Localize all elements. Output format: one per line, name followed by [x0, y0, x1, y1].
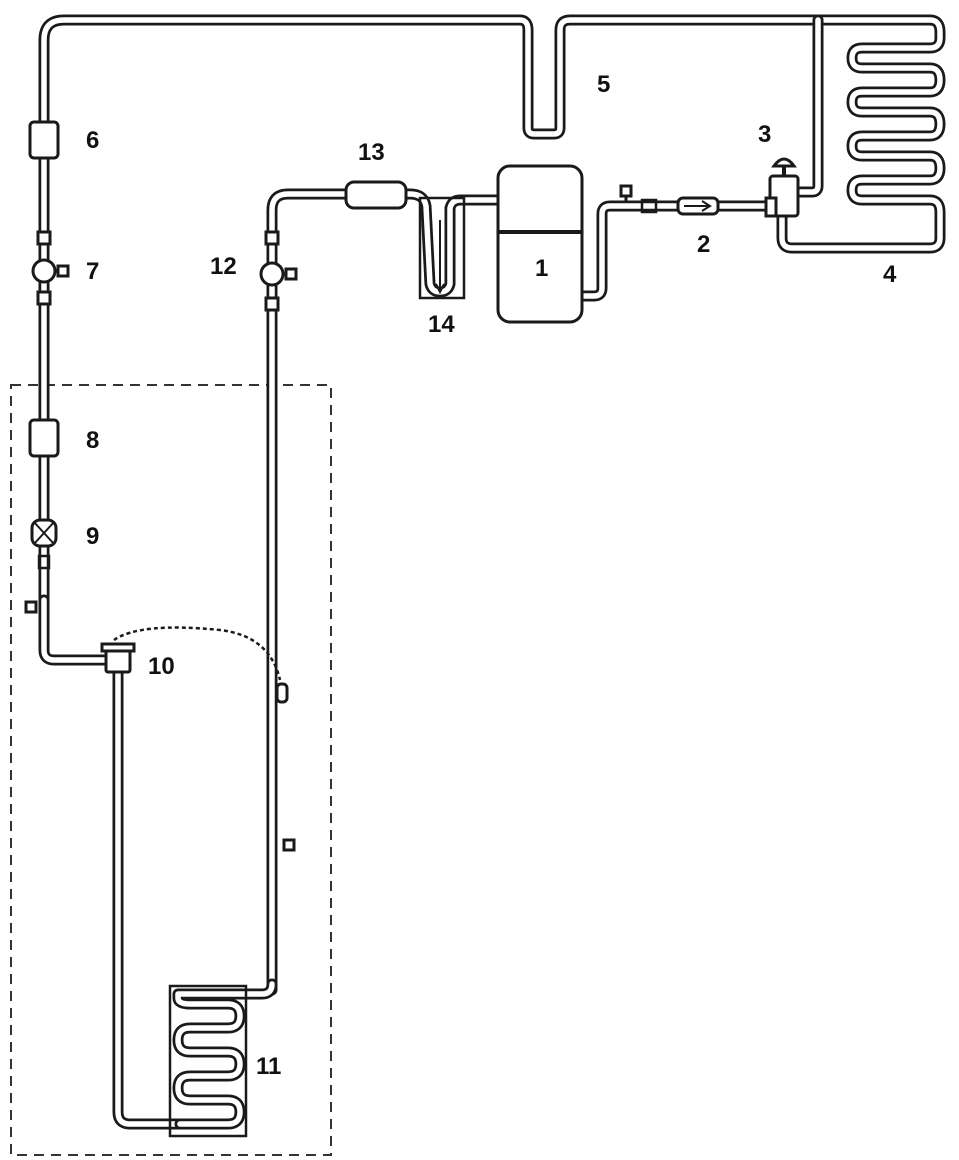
- evaporator-housing: [168, 984, 248, 1138]
- compressor: [496, 164, 584, 324]
- label-5: 5: [597, 71, 610, 98]
- label-3: 3: [758, 121, 771, 148]
- pipe-network: [38, 14, 946, 1130]
- label-7: 7: [86, 258, 99, 285]
- label-11: 11: [256, 1053, 281, 1080]
- label-10: 10: [148, 653, 175, 680]
- filter-housing-6: [28, 120, 60, 160]
- pipe-top-loop-inner: [41, 17, 943, 603]
- ball-valve-7: [31, 230, 70, 306]
- service-port-left: [24, 600, 38, 614]
- expansion-valve-10: [100, 642, 136, 674]
- pipe-condenser-bypass-inner: [797, 17, 821, 195]
- pipe-discharge-inner: [579, 203, 773, 299]
- component-labels: 1 2 3 4 5 6 7 8 9 10 11 12 13 14: [86, 71, 897, 1080]
- filter-housing-8: [28, 418, 60, 458]
- dashed-enclosure: [10, 384, 332, 1156]
- u-tube-14: [418, 196, 466, 300]
- three-way-valve: [764, 157, 800, 218]
- label-6: 6: [86, 127, 99, 154]
- pipe-liquid-to-10-inner: [41, 597, 109, 663]
- evaporator-coil-inner: [175, 981, 275, 1127]
- label-12: 12: [210, 253, 237, 280]
- service-port-suction: [282, 838, 296, 852]
- pipe-suction: [266, 188, 506, 996]
- label-4: 4: [883, 261, 897, 288]
- ball-valve-12: [259, 230, 298, 312]
- sight-glass-9: [30, 518, 58, 570]
- pipe-suction-inner: [269, 191, 503, 993]
- suction-filter-13: [344, 180, 408, 210]
- sensor-bulb: [275, 682, 289, 704]
- label-9: 9: [86, 523, 99, 550]
- label-13: 13: [358, 139, 385, 166]
- service-port-2: [619, 184, 633, 201]
- sensing-bulb-line: [113, 626, 282, 681]
- label-14: 14: [428, 311, 455, 338]
- pipe-top-loop: [38, 14, 946, 606]
- label-8: 8: [86, 427, 99, 454]
- pipe-10-to-evaporator-inner: [115, 669, 183, 1127]
- pipe-discharge: [576, 200, 776, 302]
- label-2: 2: [697, 231, 710, 258]
- pipe-liquid-to-10: [38, 594, 112, 666]
- filter-drier: [640, 196, 720, 216]
- label-1: 1: [535, 255, 548, 282]
